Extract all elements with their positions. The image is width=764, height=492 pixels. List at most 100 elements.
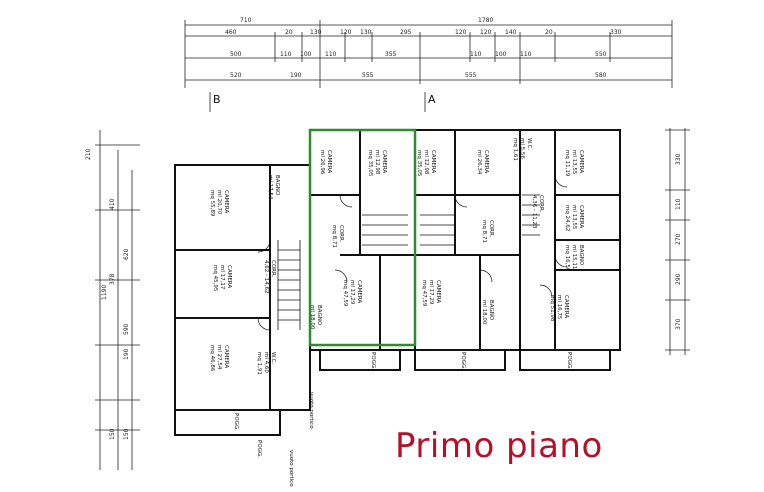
- svg-text:120: 120: [455, 29, 467, 36]
- dim-row1: 460 20 130 120 130 295 120 120 140 20 33…: [225, 29, 622, 36]
- svg-text:150: 150: [109, 428, 116, 440]
- dim-left-series: 210 410 378 620 590 150 150 190: [85, 148, 130, 440]
- svg-text:BAGNO: BAGNO: [316, 305, 322, 326]
- svg-text:ml 4,60: ml 4,60: [263, 352, 269, 373]
- svg-text:CAMERA: CAMERA: [226, 265, 232, 288]
- svg-text:mq 8,71: mq 8,71: [331, 225, 337, 248]
- svg-text:POGG.: POGG.: [233, 413, 239, 431]
- svg-text:378: 378: [109, 273, 116, 285]
- svg-text:CAMERA: CAMERA: [381, 150, 387, 173]
- svg-text:vuoto portico: vuoto portico: [288, 450, 294, 487]
- svg-text:120: 120: [480, 29, 492, 36]
- svg-text:CAMERA: CAMERA: [435, 280, 441, 303]
- svg-text:CAMERA: CAMERA: [223, 345, 229, 368]
- svg-text:555: 555: [465, 72, 477, 79]
- svg-text:POGG.: POGG.: [460, 352, 466, 370]
- svg-text:POGG.: POGG.: [370, 352, 376, 370]
- svg-text:CAMERA: CAMERA: [563, 295, 569, 318]
- svg-text:mq 55,89: mq 55,89: [209, 190, 215, 217]
- svg-text:290: 290: [675, 273, 682, 285]
- svg-text:20: 20: [285, 29, 293, 36]
- svg-text:ml 18,00: ml 18,00: [481, 300, 487, 325]
- svg-text:ml 13,55: ml 13,55: [571, 205, 577, 230]
- svg-text:CAMERA: CAMERA: [578, 205, 584, 228]
- svg-text:550: 550: [595, 51, 607, 58]
- svg-text:ml 17,29: ml 17,29: [349, 280, 355, 305]
- svg-text:CAMERA: CAMERA: [483, 150, 489, 173]
- svg-text:410: 410: [109, 198, 116, 210]
- dim-row2: 500 110 100 110 355 110 100 110 550: [230, 51, 607, 58]
- svg-text:150: 150: [123, 428, 130, 440]
- svg-text:mq 35,05: mq 35,05: [367, 150, 373, 177]
- svg-text:mq 1,61: mq 1,61: [512, 138, 518, 161]
- svg-text:mq 24,62: mq 24,62: [564, 205, 570, 231]
- svg-text:ml 18,00: ml 18,00: [309, 305, 315, 330]
- svg-text:110: 110: [325, 51, 337, 58]
- svg-text:100: 100: [495, 51, 507, 58]
- svg-text:CORR.: CORR.: [270, 260, 276, 278]
- svg-text:mq 8,71: mq 8,71: [481, 220, 487, 243]
- svg-text:330: 330: [675, 153, 682, 165]
- svg-text:CORR.: CORR.: [338, 225, 344, 243]
- room-labels: CAMERA ml 20,70 mq 55,89 CAMERA ml 17,17…: [209, 138, 584, 375]
- svg-text:CAMERA: CAMERA: [430, 150, 436, 173]
- svg-text:CAMERA: CAMERA: [578, 150, 584, 173]
- svg-text:ml 26,96: ml 26,96: [319, 150, 325, 175]
- svg-text:W.C.: W.C.: [526, 138, 532, 150]
- svg-text:CAMERA: CAMERA: [223, 190, 229, 213]
- svg-text:110: 110: [470, 51, 482, 58]
- svg-text:ml 13,55: ml 13,55: [571, 150, 577, 175]
- svg-text:mq 11,19: mq 11,19: [564, 150, 570, 177]
- svg-text:4,36 - 11,23: 4,36 - 11,23: [531, 195, 537, 229]
- svg-text:140: 140: [505, 29, 517, 36]
- svg-text:ml 15,11: ml 15,11: [571, 245, 577, 269]
- svg-text:190: 190: [290, 72, 302, 79]
- svg-text:295: 295: [400, 29, 412, 36]
- svg-text:ml 17,54: ml 17,54: [267, 175, 273, 200]
- svg-text:mq 47,59: mq 47,59: [342, 280, 348, 307]
- svg-text:ml 17,17: ml 17,17: [219, 265, 225, 290]
- svg-text:4,62 - 14,62: 4,62 - 14,62: [263, 260, 269, 293]
- svg-text:20: 20: [545, 29, 553, 36]
- dim-left-total: 1190: [101, 285, 108, 300]
- svg-text:ml 12,98: ml 12,98: [423, 150, 429, 175]
- svg-text:120: 120: [340, 29, 352, 36]
- svg-text:ml 27,54: ml 27,54: [216, 345, 222, 370]
- svg-text:100: 100: [300, 51, 312, 58]
- svg-text:BAGNO: BAGNO: [578, 245, 584, 266]
- svg-text:130: 130: [360, 29, 372, 36]
- svg-text:555: 555: [362, 72, 374, 79]
- svg-text:POGG.: POGG.: [256, 440, 262, 458]
- svg-text:BAGNO: BAGNO: [274, 175, 280, 196]
- svg-text:130: 130: [310, 29, 322, 36]
- svg-text:500: 500: [230, 51, 242, 58]
- svg-text:mq 1,91: mq 1,91: [256, 352, 262, 375]
- floor-caption: Primo piano: [395, 426, 603, 466]
- svg-text:CAMERA: CAMERA: [356, 280, 362, 303]
- highlighted-unit: [308, 128, 417, 347]
- svg-text:ml 12,98: ml 12,98: [374, 150, 380, 175]
- svg-text:mq 45,95: mq 45,95: [212, 265, 218, 292]
- svg-text:580: 580: [595, 72, 607, 79]
- svg-text:ml 17,29: ml 17,29: [428, 280, 434, 305]
- svg-text:ml 20,70: ml 20,70: [216, 190, 222, 215]
- svg-text:ml 5,56: ml 5,56: [519, 138, 525, 159]
- svg-text:ml 26,34: ml 26,34: [476, 150, 482, 175]
- svg-text:590: 590: [123, 323, 130, 335]
- svg-text:POGG.: POGG.: [566, 352, 572, 370]
- svg-text:CORR.: CORR.: [488, 220, 494, 238]
- svg-text:W.C.: W.C.: [270, 352, 276, 364]
- svg-text:BAGNO: BAGNO: [488, 300, 494, 321]
- svg-text:460: 460: [225, 29, 237, 36]
- svg-text:110: 110: [280, 51, 292, 58]
- svg-text:620: 620: [123, 248, 130, 260]
- svg-text:mq 35,05: mq 35,05: [416, 150, 422, 177]
- svg-text:210: 210: [85, 148, 92, 160]
- balcony-labels: POGG. POGG. POGG. POGG. POGG. vuoto port…: [233, 352, 572, 487]
- svg-text:ml 16,75: ml 16,75: [556, 295, 562, 320]
- svg-text:CAMERA: CAMERA: [326, 150, 332, 173]
- svg-text:190: 190: [123, 348, 130, 360]
- dim-right-series: 330 110 270 290 370: [675, 153, 682, 330]
- svg-text:270: 270: [675, 233, 682, 245]
- svg-text:mq 51,98: mq 51,98: [549, 295, 555, 322]
